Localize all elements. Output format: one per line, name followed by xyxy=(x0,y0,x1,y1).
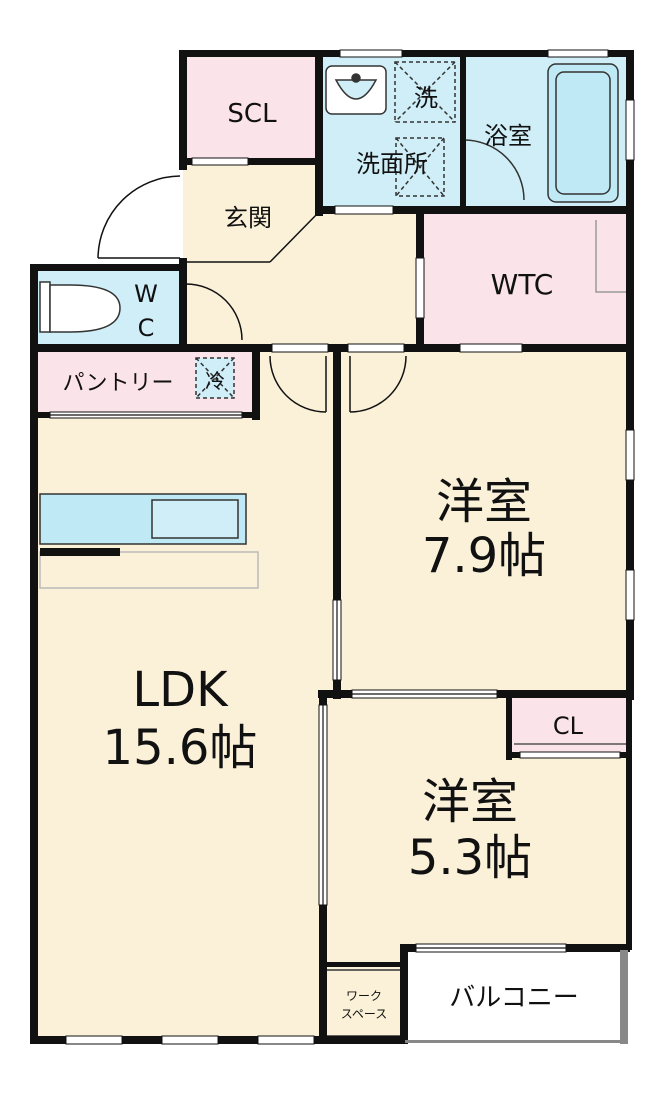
wall xyxy=(179,50,187,170)
opening xyxy=(271,343,329,353)
window xyxy=(65,1035,123,1045)
workspace-label-1: ワーク xyxy=(346,989,382,1003)
wall xyxy=(319,962,407,967)
wall xyxy=(506,690,512,760)
window xyxy=(547,49,609,58)
cl-area xyxy=(510,695,630,755)
opening xyxy=(519,751,621,759)
fridge-d1 xyxy=(195,357,235,399)
cl-label: CL xyxy=(553,712,584,740)
window xyxy=(161,1035,219,1045)
doors xyxy=(97,175,407,413)
fridge-d2 xyxy=(195,357,235,399)
wall xyxy=(626,690,632,950)
balcony-rail xyxy=(620,950,628,1044)
wc-w-label: W xyxy=(134,280,158,308)
wc-door-arc xyxy=(185,283,243,341)
window xyxy=(625,429,635,481)
wtc-shelf-line xyxy=(595,220,630,293)
balcony-rail-bottom xyxy=(405,1040,628,1043)
opening xyxy=(334,205,394,215)
entrance-diagonal xyxy=(269,211,320,263)
wtc-label: WTC xyxy=(491,268,554,301)
wall xyxy=(179,158,323,165)
fixtures xyxy=(39,61,630,1037)
workspace-label-2: スペース xyxy=(341,1007,388,1021)
bathtub-icon xyxy=(547,63,619,203)
western2-area xyxy=(323,695,630,965)
wall xyxy=(400,944,408,1044)
ldk-door-arc xyxy=(269,355,327,413)
opening xyxy=(191,157,249,166)
kitchen-sink xyxy=(151,499,239,539)
entrance-door-arc xyxy=(97,175,181,259)
washer-pan-diag2 xyxy=(394,61,456,123)
wall xyxy=(252,344,260,420)
ldk-name: LDK xyxy=(132,662,229,718)
balcony-label: バルコニー xyxy=(449,983,578,1013)
toilet-icon xyxy=(49,284,121,333)
opening xyxy=(459,343,523,353)
opening xyxy=(347,343,405,353)
toilet-tank xyxy=(39,281,51,333)
wall xyxy=(30,264,187,271)
bath-door-arc xyxy=(463,139,525,201)
washer-pan xyxy=(394,61,456,123)
washbasin-drain xyxy=(351,73,361,83)
western1-area xyxy=(337,348,630,695)
wall xyxy=(179,270,187,350)
bathtub-inner xyxy=(555,71,611,195)
wall xyxy=(179,50,634,57)
workspace-area xyxy=(323,965,405,1040)
wall xyxy=(30,1036,408,1044)
washroom-dashed xyxy=(395,137,445,197)
washbasin-bowl xyxy=(334,79,378,100)
wall xyxy=(626,50,634,700)
entrance-label: 玄関 xyxy=(224,204,272,232)
washer-label: 洗 xyxy=(414,84,438,112)
wall xyxy=(460,50,466,210)
window xyxy=(339,49,403,58)
wall xyxy=(30,344,630,352)
kitchen-counter-wall xyxy=(40,548,120,556)
wc-c-label: C xyxy=(138,314,155,342)
window xyxy=(257,1035,315,1045)
wall xyxy=(315,206,630,214)
washroom-dashed-d2 xyxy=(395,137,445,197)
scl-label: SCL xyxy=(227,99,277,129)
western2-name: 洋室 xyxy=(422,774,518,830)
window xyxy=(625,99,635,161)
western1-name: 洋室 xyxy=(436,474,532,530)
bath-label: 浴室 xyxy=(484,122,532,150)
kitchen-bar-shelf xyxy=(39,551,259,589)
wall xyxy=(333,344,341,699)
ldk-size: 15.6帖 xyxy=(103,720,258,776)
labels: SCL 洗 洗面所 浴室 玄関 WTC W C パントリー 冷 洋室 7.9帖 … xyxy=(62,84,583,1021)
entrance-area xyxy=(183,162,420,348)
washroom-label: 洗面所 xyxy=(356,150,428,178)
wall xyxy=(30,264,38,1044)
western1-door-arc xyxy=(349,355,407,413)
sliding-door-marks xyxy=(50,414,566,949)
western2-size: 5.3帖 xyxy=(408,830,532,886)
balcony-area xyxy=(405,948,630,1040)
wtc-area xyxy=(420,212,630,348)
room-fills xyxy=(35,56,630,1040)
opening xyxy=(415,257,425,319)
wall xyxy=(315,50,323,216)
western1-size: 7.9帖 xyxy=(422,528,546,584)
fridge-label: 冷 xyxy=(205,369,225,393)
scl-area xyxy=(183,56,319,162)
pantry-label: パントリー xyxy=(62,371,173,396)
window xyxy=(625,569,635,621)
